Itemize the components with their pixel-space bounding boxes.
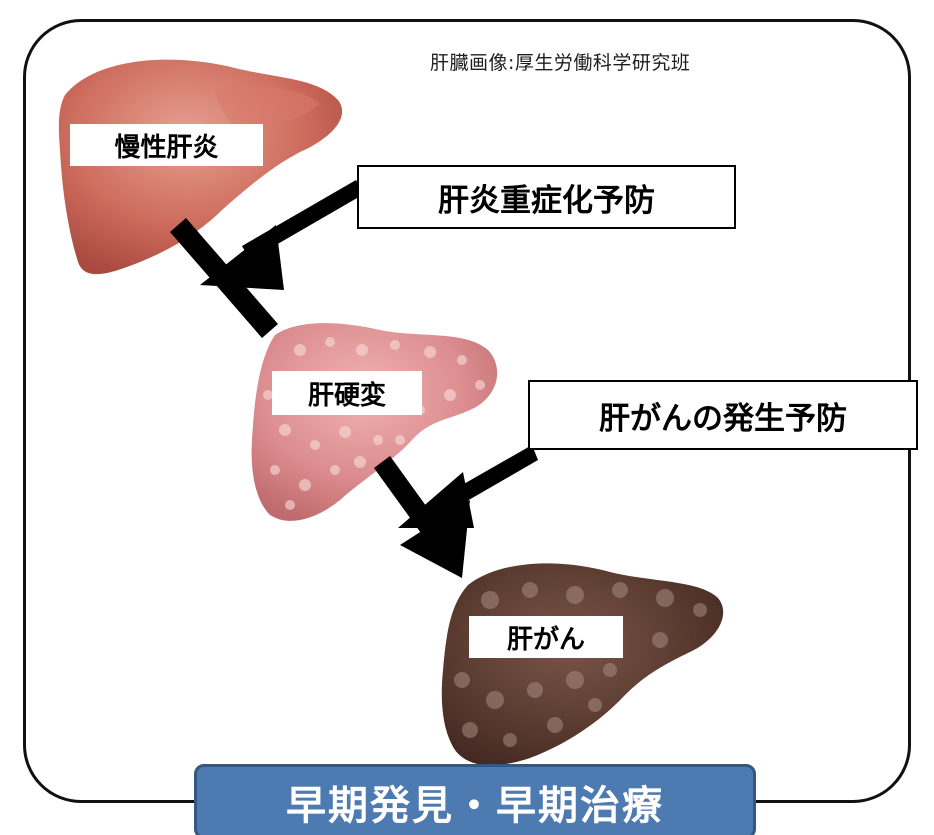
liver-cancer [441, 563, 724, 766]
box-severe-hepatitis-prevention: 肝炎重症化予防 [357, 165, 736, 229]
prevention-arrow-2 [398, 445, 538, 528]
liver-chronic-hepatitis-lobe [215, 86, 320, 132]
cancer-nodules [454, 582, 707, 747]
early-detection-banner: 早期発見・早期治療 [194, 764, 756, 835]
label-chronic-hepatitis: 慢性肝炎 [70, 124, 263, 166]
prevention-arrow-1 [200, 180, 364, 290]
label-cirrhosis: 肝硬変 [272, 371, 422, 415]
label-liver-cancer: 肝がん [469, 616, 623, 658]
box-cancer-onset-prevention: 肝がんの発生予防 [528, 380, 918, 450]
image-credit: 肝臓画像:厚生労働科学研究班 [430, 52, 691, 74]
